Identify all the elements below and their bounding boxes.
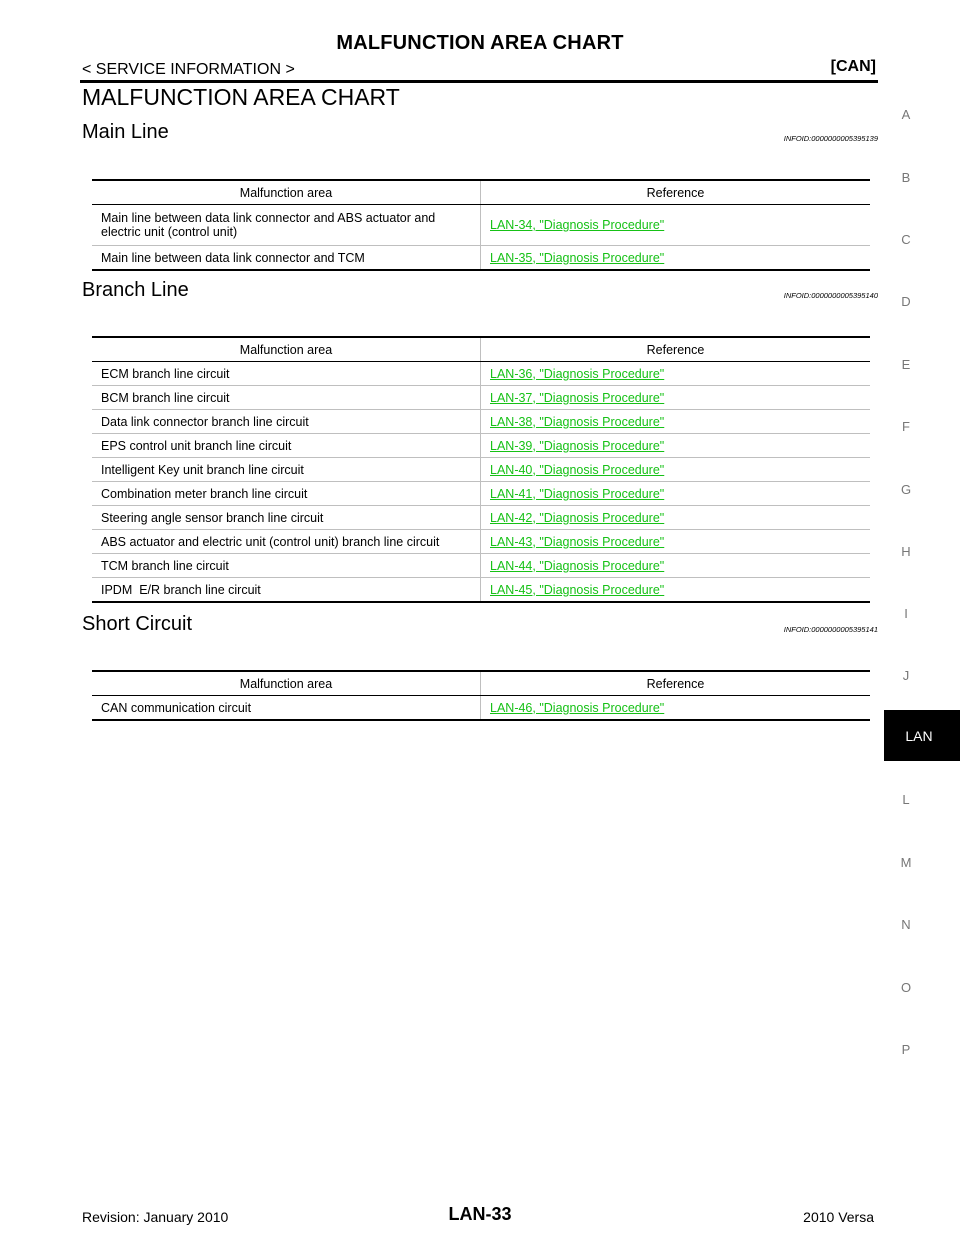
table-header-row: Malfunction area Reference [92,336,870,362]
reference-link[interactable]: LAN-39, "Diagnosis Procedure" [490,438,665,453]
reference-link[interactable]: LAN-34, "Diagnosis Procedure" [490,218,665,232]
side-index-e[interactable]: E [901,357,911,372]
table-row: Main line between data link connector an… [92,245,870,271]
table-row: BCM branch line circuit LAN-37, "Diagnosi… [92,385,870,410]
reference-link[interactable]: LAN-36, "Diagnosis Procedure" [490,366,665,381]
malfunction-area-cell: IPDM E/R branch line circuit [92,577,481,603]
reference-cell: LAN-37, "Diagnosis Procedure" [480,385,870,410]
column-header-reference: Reference [480,670,870,696]
table-row: CAN communication circuit LAN-46, "Diagno… [92,695,870,721]
side-index-a[interactable]: A [901,107,911,122]
malfunction-area-cell: EPS control unit branch line circuit [92,433,481,458]
branch-line-table: Malfunction area Reference ECM branch li… [92,336,870,603]
reference-link[interactable]: LAN-45, "Diagnosis Procedure" [490,582,665,597]
malfunction-area-cell: TCM branch line circuit [92,553,481,578]
reference-link[interactable]: LAN-41, "Diagnosis Procedure" [490,486,665,501]
footer-revision: Revision: January 2010 [82,1209,229,1225]
branch-line-heading: Branch Line [82,279,189,301]
side-index-c[interactable]: C [901,232,911,247]
table-header-row: Malfunction area Reference [92,179,870,205]
reference-link[interactable]: LAN-42, "Diagnosis Procedure" [490,510,665,525]
footer-page-number: LAN-33 [448,1204,512,1224]
side-index-f[interactable]: F [902,419,910,434]
malfunction-area-cell: Data link connector branch line circuit [92,409,481,434]
side-index-o[interactable]: O [900,980,912,995]
page-title: MALFUNCTION AREA CHART [336,32,624,54]
malfunction-area-cell: Steering angle sensor branch line circui… [92,505,481,530]
reference-link[interactable]: LAN-40, "Diagnosis Procedure" [490,462,665,477]
malfunction-area-cell: Main line between data link connector an… [92,245,481,271]
short-circuit-heading: Short Circuit [82,613,193,635]
table-row: ECM branch line circuit LAN-36, "Diagnosi… [92,361,870,386]
reference-cell: LAN-36, "Diagnosis Procedure" [480,361,870,386]
column-header-area: Malfunction area [92,179,481,205]
side-index-h[interactable]: H [901,544,911,559]
malfunction-area-cell: Combination meter branch line circuit [92,481,481,506]
reference-cell: LAN-44, "Diagnosis Procedure" [480,553,870,578]
reference-cell: LAN-39, "Diagnosis Procedure" [480,433,870,458]
side-index-n[interactable]: N [901,917,911,932]
section-title: MALFUNCTION AREA CHART [82,84,400,110]
branch-line-infoid: INFOID:0000000005395140 [783,291,878,300]
table-row: Main line between data link connector an… [92,204,870,246]
malfunction-area-cell: ABS actuator and electric unit (control … [92,529,481,554]
column-header-area: Malfunction area [92,336,481,362]
reference-link[interactable]: LAN-46, "Diagnosis Procedure" [490,700,665,715]
reference-link[interactable]: LAN-44, "Diagnosis Procedure" [490,558,665,573]
malfunction-area-cell: BCM branch line circuit [92,385,481,410]
short-circuit-table: Malfunction area Reference CAN communica… [92,670,870,721]
reference-cell: LAN-38, "Diagnosis Procedure" [480,409,870,434]
breadcrumb: < SERVICE INFORMATION > [82,61,295,78]
reference-link[interactable]: LAN-38, "Diagnosis Procedure" [490,414,665,429]
reference-cell: LAN-41, "Diagnosis Procedure" [480,481,870,506]
table-row: Combination meter branch line circuit LAN… [92,481,870,506]
reference-link[interactable]: LAN-37, "Diagnosis Procedure" [490,390,665,405]
reference-cell: LAN-45, "Diagnosis Procedure" [480,577,870,603]
reference-cell: LAN-40, "Diagnosis Procedure" [480,457,870,482]
table-row: Intelligent Key unit branch line circuit… [92,457,870,482]
short-circuit-infoid: INFOID:0000000005395141 [783,625,878,634]
side-index-g[interactable]: G [900,482,912,497]
reference-cell: LAN-46, "Diagnosis Procedure" [480,695,870,721]
table-row: EPS control unit branch line circuit LAN-… [92,433,870,458]
column-header-reference: Reference [480,179,870,205]
column-header-area: Malfunction area [92,670,481,696]
side-index-i[interactable]: I [904,606,908,621]
table-header-row: Malfunction area Reference [92,670,870,696]
table-row: IPDM E/R branch line circuit LAN-45, "Dia… [92,577,870,603]
reference-cell: LAN-42, "Diagnosis Procedure" [480,505,870,530]
side-index-lan-tab[interactable]: LAN [884,710,960,761]
malfunction-area-cell: ECM branch line circuit [92,361,481,386]
reference-cell: LAN-35, "Diagnosis Procedure" [480,245,870,271]
side-index-m[interactable]: M [900,855,912,870]
malfunction-area-cell: Intelligent Key unit branch line circuit [92,457,481,482]
side-index-b[interactable]: B [901,170,911,185]
side-index-d[interactable]: D [901,294,911,309]
malfunction-area-cell: Main line between data link connector an… [92,204,481,246]
main-line-table: Malfunction area Reference Main line bet… [92,179,870,271]
table-row: Data link connector branch line circuit L… [92,409,870,434]
reference-link[interactable]: LAN-35, "Diagnosis Procedure" [490,250,665,265]
table-row: Steering angle sensor branch line circui… [92,505,870,530]
reference-link[interactable]: LAN-43, "Diagnosis Procedure" [490,534,665,549]
footer-model: 2010 Versa [803,1209,874,1225]
side-index-j[interactable]: J [902,668,910,683]
reference-cell: LAN-43, "Diagnosis Procedure" [480,529,870,554]
table-row: TCM branch line circuit LAN-44, "Diagnosi… [92,553,870,578]
column-header-reference: Reference [480,336,870,362]
reference-cell: LAN-34, "Diagnosis Procedure" [480,204,870,246]
header-divider [80,80,878,83]
table-row: ABS actuator and electric unit (control … [92,529,870,554]
side-index-l[interactable]: L [902,792,910,807]
main-line-infoid: INFOID:0000000005395139 [783,134,878,143]
system-label: [CAN] [830,58,876,75]
main-line-heading: Main Line [82,121,169,143]
malfunction-area-cell: CAN communication circuit [92,695,481,721]
side-index-p[interactable]: P [901,1042,911,1057]
